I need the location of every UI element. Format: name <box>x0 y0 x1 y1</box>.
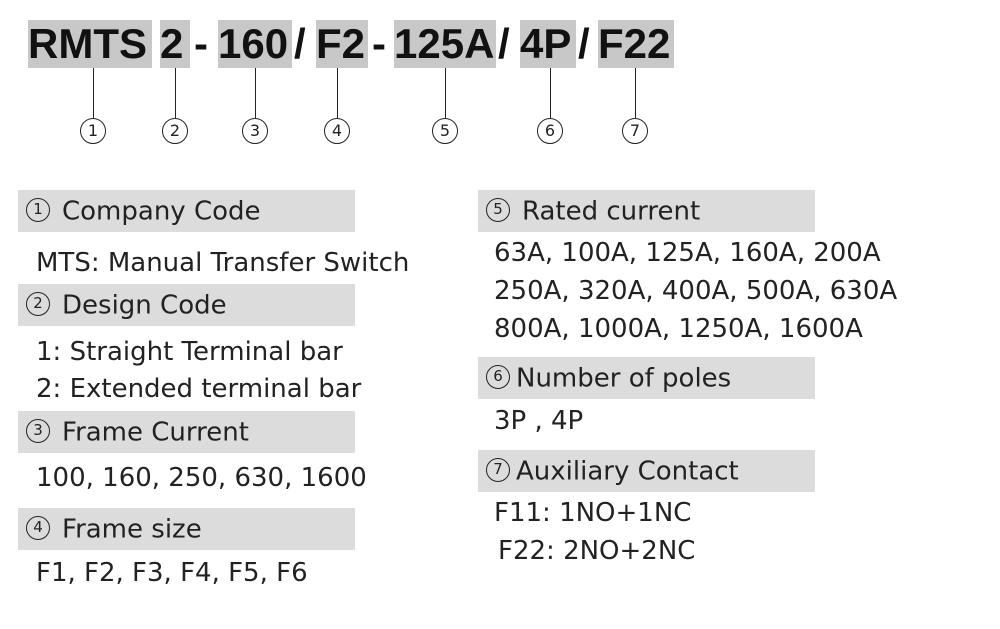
section-number-circle: 5 <box>486 197 510 222</box>
code-separator: - <box>372 20 386 67</box>
marker-circle: 4 <box>324 118 350 144</box>
code-separator: - <box>194 20 208 67</box>
code-segment-frame-current: 160 <box>218 20 292 68</box>
section-header-frame-size: 4 Frame size <box>18 508 355 550</box>
code-segment-rated-current: 125A <box>394 20 496 68</box>
section-number-circle: 3 <box>26 418 50 443</box>
section-title: Number of poles <box>516 363 732 394</box>
code-segment-poles: 4P <box>520 20 576 68</box>
code-segment-frame-size: F2 <box>316 20 368 68</box>
section-title: Rated current <box>522 196 701 227</box>
section-number-circle: 2 <box>26 291 50 316</box>
section-line: 2: Extended terminal bar <box>36 374 362 404</box>
section-header-frame-current: 3 Frame Current <box>18 411 355 453</box>
section-title: Company Code <box>62 196 261 227</box>
section-header-rated-current: 5 Rated current <box>478 190 815 232</box>
section-line: 3P , 4P <box>494 406 584 436</box>
section-title: Frame Current <box>62 417 249 448</box>
code-segment-company: RMTS <box>28 20 152 68</box>
section-line: MTS: Manual Transfer Switch <box>36 248 410 278</box>
leader-line <box>337 68 338 118</box>
leader-line <box>255 68 256 118</box>
leader-line <box>445 68 446 118</box>
section-line: F11: 1NO+1NC <box>494 498 692 528</box>
marker-circle: 2 <box>162 118 188 144</box>
code-separator: / <box>294 20 306 67</box>
marker-circle: 3 <box>242 118 268 144</box>
marker-circle: 1 <box>80 118 106 144</box>
marker-circle: 5 <box>432 118 458 144</box>
section-line: 63A, 100A, 125A, 160A, 200A <box>494 238 881 268</box>
section-line: F1, F2, F3, F4, F5, F6 <box>36 558 308 588</box>
code-segment-auxiliary: F22 <box>598 20 674 68</box>
code-separator: / <box>498 20 510 67</box>
code-segment-design: 2 <box>160 20 190 68</box>
section-line: 800A, 1000A, 1250A, 1600A <box>494 314 863 344</box>
leader-line <box>93 68 94 118</box>
section-number-circle: 6 <box>486 364 510 389</box>
section-line: 250A, 320A, 400A, 500A, 630A <box>494 276 898 306</box>
section-number-circle: 4 <box>26 515 50 540</box>
leader-line <box>550 68 551 118</box>
section-line: 100, 160, 250, 630, 1600 <box>36 463 367 493</box>
section-header-company-code: 1 Company Code <box>18 190 355 232</box>
marker-circle: 7 <box>622 118 648 144</box>
section-number-circle: 7 <box>486 457 510 482</box>
section-title: Auxiliary Contact <box>516 456 739 487</box>
marker-circle: 6 <box>537 118 563 144</box>
section-line: F22: 2NO+2NC <box>498 536 696 566</box>
leader-line <box>175 68 176 118</box>
section-number-circle: 1 <box>26 197 50 222</box>
section-line: 1: Straight Terminal bar <box>36 337 343 367</box>
code-separator: / <box>578 20 590 67</box>
section-title: Frame size <box>62 514 202 545</box>
section-title: Design Code <box>62 290 227 321</box>
section-header-design-code: 2 Design Code <box>18 284 355 326</box>
leader-line <box>635 68 636 118</box>
